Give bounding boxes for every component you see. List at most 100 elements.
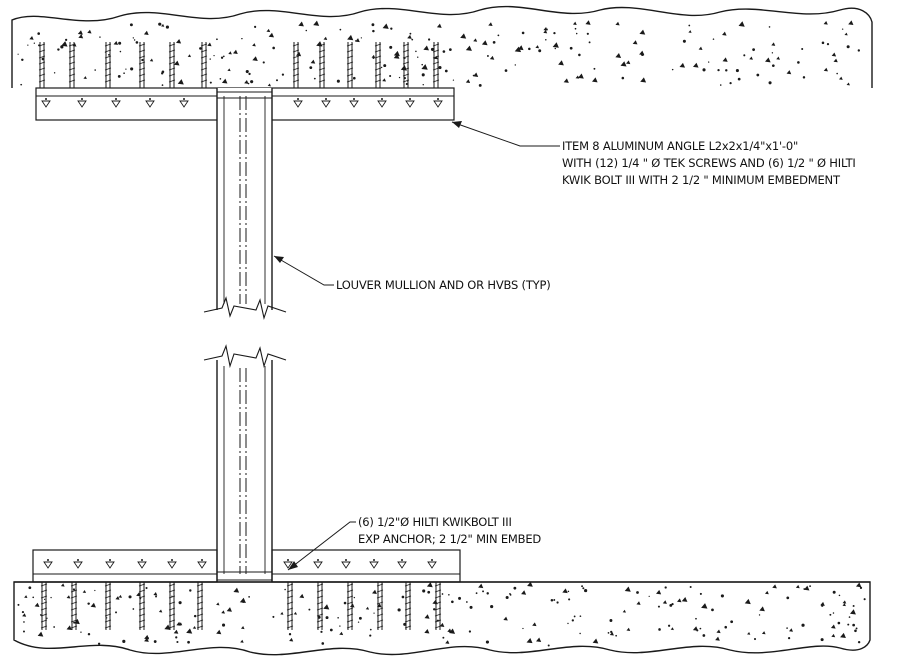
top-slab-stone: [640, 77, 647, 83]
top-slab-grain: [486, 55, 489, 57]
tek-screw: [313, 559, 323, 569]
anchor-bolt: [40, 582, 48, 630]
top-slab-grain: [65, 38, 68, 42]
top-slab-grain: [389, 45, 393, 49]
top-slab-grain: [305, 29, 308, 32]
top-slab-grain: [60, 45, 64, 49]
top-slab-grain: [241, 37, 243, 40]
bottom-slab-stone: [677, 598, 682, 603]
tek-screw: [145, 98, 155, 108]
top-slab-grain: [497, 34, 500, 37]
bottom-slab-grain: [72, 588, 76, 591]
top-slab-grain: [37, 32, 40, 35]
top-slab-stone: [543, 29, 548, 34]
bottom-slab-grain: [610, 630, 613, 633]
bottom-slab-grain: [28, 586, 32, 590]
tek-screw: [283, 559, 293, 569]
bottom-slab-grain: [568, 598, 571, 601]
bottom-slab-stone: [803, 585, 810, 591]
top-slab-stone: [187, 54, 191, 58]
top-slab-grain: [554, 47, 556, 50]
top-slab-stone: [87, 29, 92, 34]
top-slab-stone: [221, 78, 228, 84]
bottom-slab-stone: [789, 628, 793, 632]
bottom-slab-grain: [482, 590, 485, 593]
bottom-slab-stone: [115, 596, 120, 600]
anchor-bolt: [138, 582, 146, 630]
top-slab-stone: [552, 42, 559, 48]
bottom-slab-grain: [242, 601, 244, 604]
top-slab-grain: [371, 23, 375, 27]
top-slab-grain: [588, 41, 591, 44]
bottom-slab-stone: [701, 603, 708, 609]
leader-mullion: [273, 255, 334, 286]
bottom-slab-stone: [216, 629, 222, 635]
bottom-slab-grain: [615, 634, 618, 637]
top-slab-stone: [323, 36, 328, 41]
bottom-slab-grain: [786, 596, 790, 600]
top-slab-grain: [688, 24, 691, 27]
tek-screw: [427, 559, 437, 569]
bottom-slab-stone: [840, 632, 846, 639]
top-slab-grain: [360, 37, 362, 39]
top-slab-grain: [671, 68, 674, 71]
top-slab-grain: [275, 79, 278, 82]
top-slab-grain: [383, 64, 387, 68]
bottom-slab-grain: [699, 592, 702, 595]
bottom-slab-grain: [582, 587, 585, 590]
anchor-bolt: [374, 42, 382, 88]
bottom-slab-stone: [716, 629, 721, 634]
top-slab-grain: [640, 53, 644, 56]
callout-bottom-anchor-line-1: (6) 1/2"Ø HILTI KWIKBOLT III: [358, 515, 512, 529]
top-slab-grain: [161, 70, 165, 74]
bottom-slab-grain: [859, 586, 863, 589]
bottom-slab-stone: [192, 626, 197, 629]
top-slab-stone: [738, 21, 745, 27]
top-slab-stone: [433, 55, 438, 60]
bottom-slab-stone: [240, 639, 244, 643]
bottom-slab-grain: [753, 637, 757, 641]
top-slab-grain: [417, 56, 419, 58]
top-slab-grain: [578, 53, 581, 57]
top-slab-stone: [692, 62, 699, 68]
bottom-slab-stone: [532, 622, 537, 627]
bottom-slab-stone: [372, 589, 377, 595]
bottom-slab-stone: [240, 625, 245, 630]
top-slab-grain: [575, 32, 578, 35]
bottom-slab-grain: [696, 629, 699, 632]
bottom-slab-stone: [424, 629, 430, 634]
bottom-slab-grain: [832, 590, 836, 594]
bottom-slab-grain: [724, 625, 728, 629]
top-slab-grain: [309, 66, 313, 70]
anchor-bolt: [286, 582, 294, 630]
top-slab-grain: [771, 64, 775, 68]
top-slab-stone: [161, 23, 165, 27]
top-slab-grain: [353, 76, 356, 80]
bottom-slab-stone: [186, 628, 193, 634]
bottom-slab-grain: [442, 636, 445, 639]
top-slab-stone: [268, 32, 275, 38]
top-slab-grain: [119, 50, 122, 53]
bottom-slab-stone: [744, 598, 751, 605]
callout-bottom-anchor-line-2: EXP ANCHOR; 2 1/2" MIN EMBED: [358, 532, 541, 546]
bottom-slab-stone: [830, 624, 836, 629]
tek-screw: [377, 98, 387, 108]
top-slab-stone: [722, 57, 728, 62]
top-slab-stone: [838, 76, 843, 80]
anchor-bolt: [318, 42, 326, 88]
top-slab-stone: [514, 46, 522, 53]
bottom-slab-stone: [795, 584, 800, 589]
bottom-slab-grain: [547, 644, 550, 647]
bottom-slab-grain: [584, 588, 588, 593]
top-slab-stone: [679, 62, 686, 68]
top-anchor-bolts: [38, 42, 440, 88]
bottom-slab-grain: [664, 586, 667, 589]
bottom-slab-grain: [308, 608, 311, 611]
top-slab-grain: [427, 38, 431, 41]
bottom-slab-stone: [448, 628, 456, 634]
top-slab-stone: [844, 32, 848, 36]
top-slab-grain: [125, 68, 127, 70]
bottom-slab-grain: [786, 627, 788, 629]
top-slab-grain: [569, 46, 573, 50]
top-slab-stone: [833, 58, 838, 63]
